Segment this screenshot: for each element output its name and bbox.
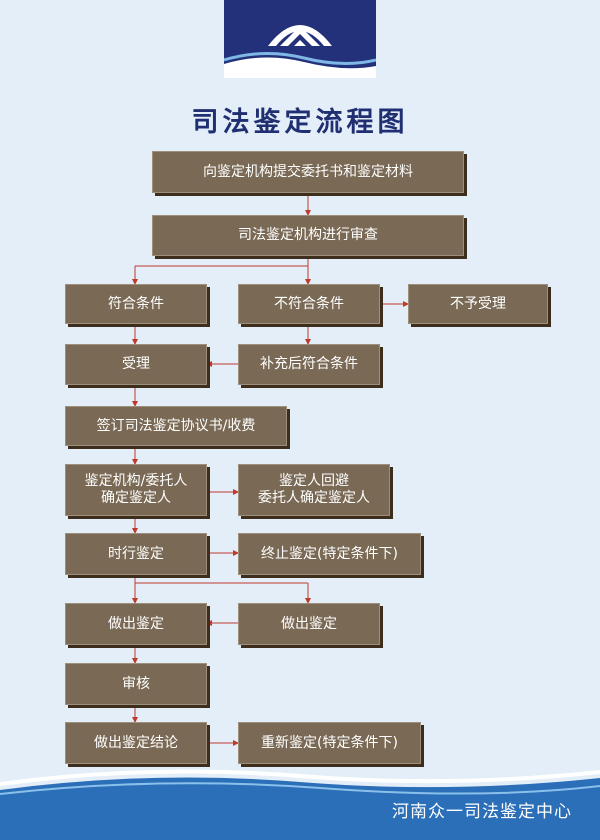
step-audit: 审核	[65, 663, 207, 705]
logo-icon	[224, 25, 376, 78]
step-recuse-line1: 鉴定人回避	[279, 473, 349, 489]
step-agreement: 签订司法鉴定协议书/收费	[65, 406, 287, 446]
step-redo: 重新鉴定(特定条件下)	[238, 722, 421, 764]
step-recuse-line2: 委托人确定鉴定人	[258, 490, 370, 506]
step-accept: 受理	[65, 344, 207, 385]
step-qualified: 符合条件	[65, 284, 207, 324]
page-title: 司法鉴定流程图	[191, 107, 409, 138]
step-terminate: 终止鉴定(特定条件下)	[238, 533, 421, 575]
step-recuse: 鉴定人回避 委托人确定鉴定人	[238, 464, 390, 516]
step-determine-line2: 确定鉴定人	[101, 490, 171, 506]
step-supplement: 补充后符合条件	[238, 344, 380, 385]
step-unqualified: 不符合条件	[238, 284, 380, 324]
step-make-appraisal-2: 做出鉴定	[238, 603, 380, 645]
logo-banner	[224, 0, 376, 78]
step-make-appraisal-1: 做出鉴定	[65, 603, 207, 645]
step-reject: 不予受理	[408, 284, 548, 324]
footer-organization: 河南众一司法鉴定中心	[392, 802, 572, 822]
step-conclude: 做出鉴定结论	[65, 722, 207, 764]
step-determine-line1: 鉴定机构/委托人	[84, 473, 188, 489]
step-submit: 向鉴定机构提交委托书和鉴定材料	[152, 151, 464, 193]
step-review: 司法鉴定机构进行审查	[152, 215, 464, 256]
step-determine: 鉴定机构/委托人 确定鉴定人	[65, 464, 207, 516]
footer-wave	[0, 769, 600, 840]
step-execute: 时行鉴定	[65, 533, 207, 575]
